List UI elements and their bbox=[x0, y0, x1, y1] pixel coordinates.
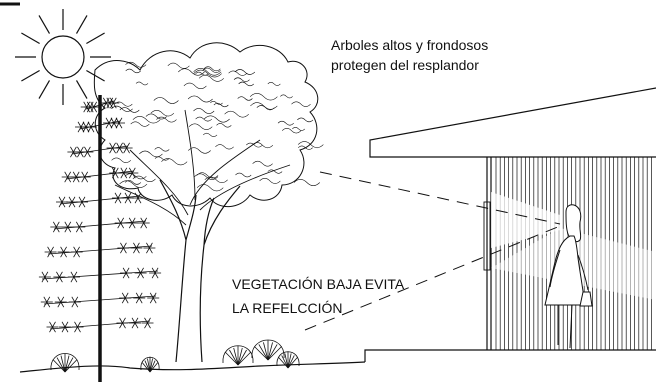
annotation-trees-line2: protegen del resplandor bbox=[331, 57, 479, 73]
facade-panel bbox=[483, 201, 491, 271]
sight-lines bbox=[304, 171, 561, 331]
annotation-vegetation-line1: VEGETACIÓN BAJA EVITA bbox=[232, 276, 405, 292]
annotation-vegetation-line2: LA REFELCCIÓN bbox=[232, 300, 342, 316]
annotation-trees-line1: Arboles altos y frondosos bbox=[331, 37, 488, 53]
low-shrubs bbox=[50, 339, 300, 373]
building-floor bbox=[364, 349, 656, 362]
person bbox=[544, 204, 593, 349]
broadleaf-tree bbox=[93, 42, 324, 363]
sight-line-lower bbox=[304, 225, 561, 331]
sight-line-upper bbox=[319, 171, 561, 225]
building-roof bbox=[369, 87, 656, 158]
ground-line bbox=[19, 361, 366, 373]
tree-canopy bbox=[93, 42, 319, 208]
pine-tree bbox=[38, 95, 162, 382]
tree-trunk bbox=[159, 179, 241, 363]
sun-icon bbox=[15, 9, 111, 105]
